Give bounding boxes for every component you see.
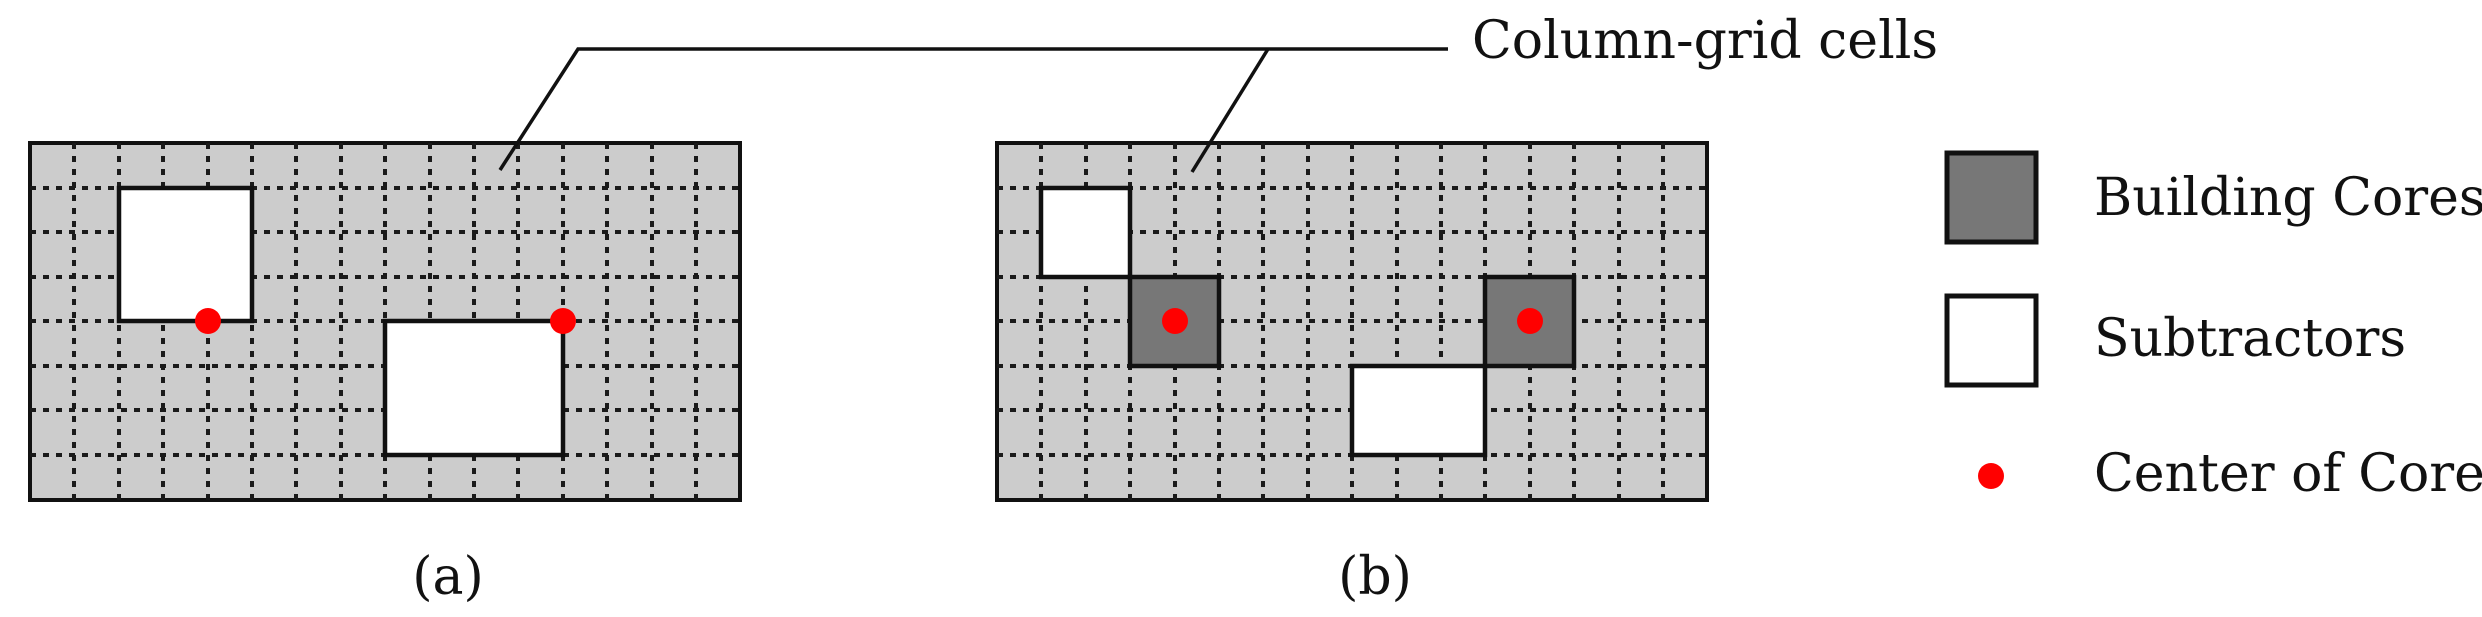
callout-label: Column-grid cells xyxy=(1472,11,1938,71)
panel-b xyxy=(995,141,1709,502)
panel-a xyxy=(28,141,742,502)
legend-swatch-subtractor xyxy=(1944,293,2039,388)
callout-leader xyxy=(498,47,1448,173)
legend: Building Cores Subtractors Center of Cor… xyxy=(1944,150,2482,504)
legend-swatch-core-center xyxy=(1978,463,2004,489)
core-center-a-1 xyxy=(195,308,221,334)
subtractor-b-2 xyxy=(1349,363,1488,458)
subtractor-a-2 xyxy=(382,318,566,458)
core-center-a-2 xyxy=(550,308,576,334)
legend-label-core-center: Center of Cores xyxy=(2094,444,2482,504)
subtractor-a-1 xyxy=(116,185,255,324)
core-center-b-1 xyxy=(1162,308,1188,334)
legend-label-building-core: Building Cores xyxy=(2094,168,2482,228)
legend-label-subtractor: Subtractors xyxy=(2094,309,2406,369)
core-center-b-2 xyxy=(1517,308,1543,334)
legend-swatch-building-core xyxy=(1944,150,2039,245)
caption-a: (a) xyxy=(412,547,484,607)
subtractor-b-1 xyxy=(1038,185,1133,280)
caption-b: (b) xyxy=(1338,547,1412,607)
